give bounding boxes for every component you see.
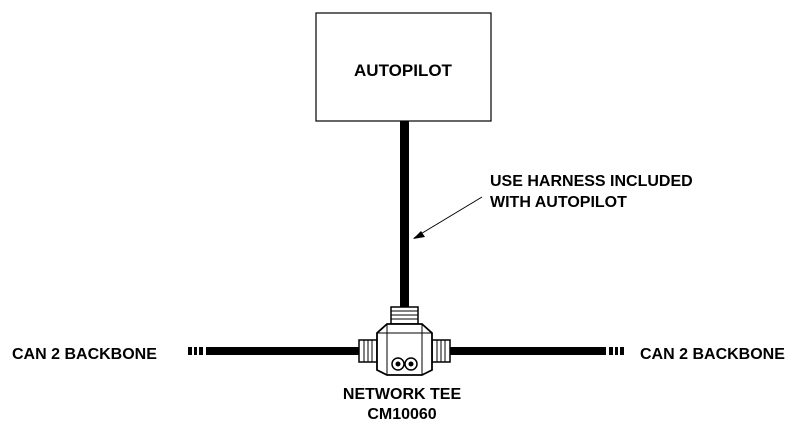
backbone-right-label: CAN 2 BACKBONE: [640, 346, 785, 363]
autopilot-unit: AUTOPILOT: [315, 12, 492, 122]
backbone-right-break-3: [620, 347, 624, 355]
tee-body: [376, 323, 433, 376]
backbone-left-break-3: [199, 347, 203, 355]
backbone-left-break-2: [194, 347, 197, 355]
harness-note-line2: WITH AUTOPILOT: [490, 194, 627, 211]
backbone-right: [448, 347, 624, 355]
network-tee: [358, 306, 451, 376]
backbone-right-break-2: [615, 347, 618, 355]
harness-cable: [400, 121, 409, 309]
harness-note-line1: USE HARNESS INCLUDED: [490, 173, 693, 190]
backbone-right-cable: [448, 347, 606, 355]
tee-label-line1: NETWORK TEE: [343, 386, 462, 403]
autopilot-box: [315, 12, 492, 122]
harness-callout: USE HARNESS INCLUDED WITH AUTOPILOT: [413, 173, 693, 239]
tee-label-line2: CM10060: [367, 406, 436, 423]
callout-arrowhead: [413, 231, 425, 239]
backbone-right-break-1: [609, 347, 613, 355]
backbone-left-label: CAN 2 BACKBONE: [12, 346, 157, 363]
autopilot-label: AUTOPILOT: [354, 61, 453, 80]
backbone-left-break-1: [188, 347, 192, 355]
callout-arrow-line: [413, 196, 483, 239]
backbone-left: [188, 347, 362, 355]
backbone-left-cable: [206, 347, 362, 355]
